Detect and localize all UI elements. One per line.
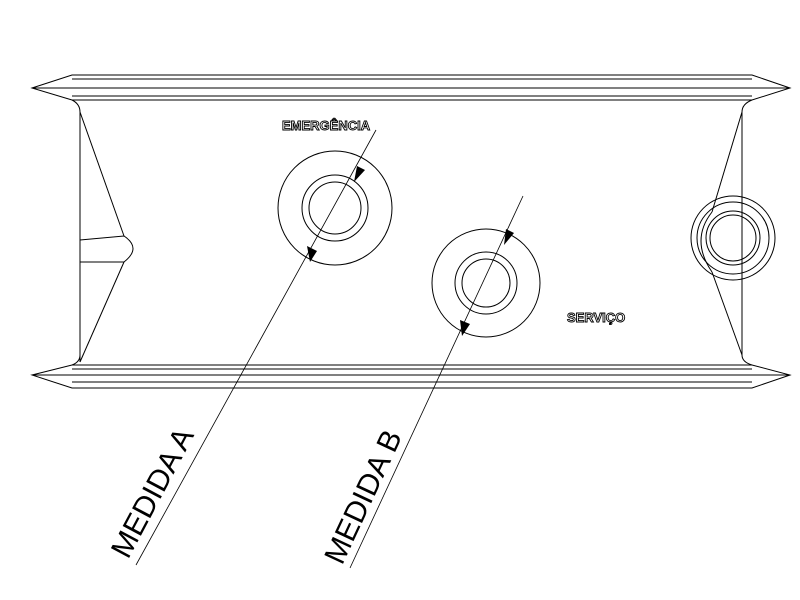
arrow-up-b	[460, 320, 470, 336]
body-outline	[71, 99, 753, 366]
arrow-up-a	[307, 246, 317, 262]
dimension-b	[349, 195, 524, 569]
measure-b-label: MEDIDA B	[318, 425, 409, 569]
service-port	[431, 228, 541, 338]
right-lug	[690, 111, 776, 356]
arrow-down-b	[504, 229, 514, 245]
left-rib	[79, 111, 134, 363]
emergency-label: EMERGÊNCIA	[282, 118, 371, 133]
top-flange	[30, 74, 792, 101]
bottom-flange	[30, 364, 792, 389]
dimension-a	[135, 129, 377, 566]
arrow-down-a	[354, 166, 365, 182]
service-label: SERVIÇO	[567, 310, 625, 325]
emergency-port	[277, 150, 393, 266]
measure-a-label: MEDIDA A	[105, 423, 201, 564]
